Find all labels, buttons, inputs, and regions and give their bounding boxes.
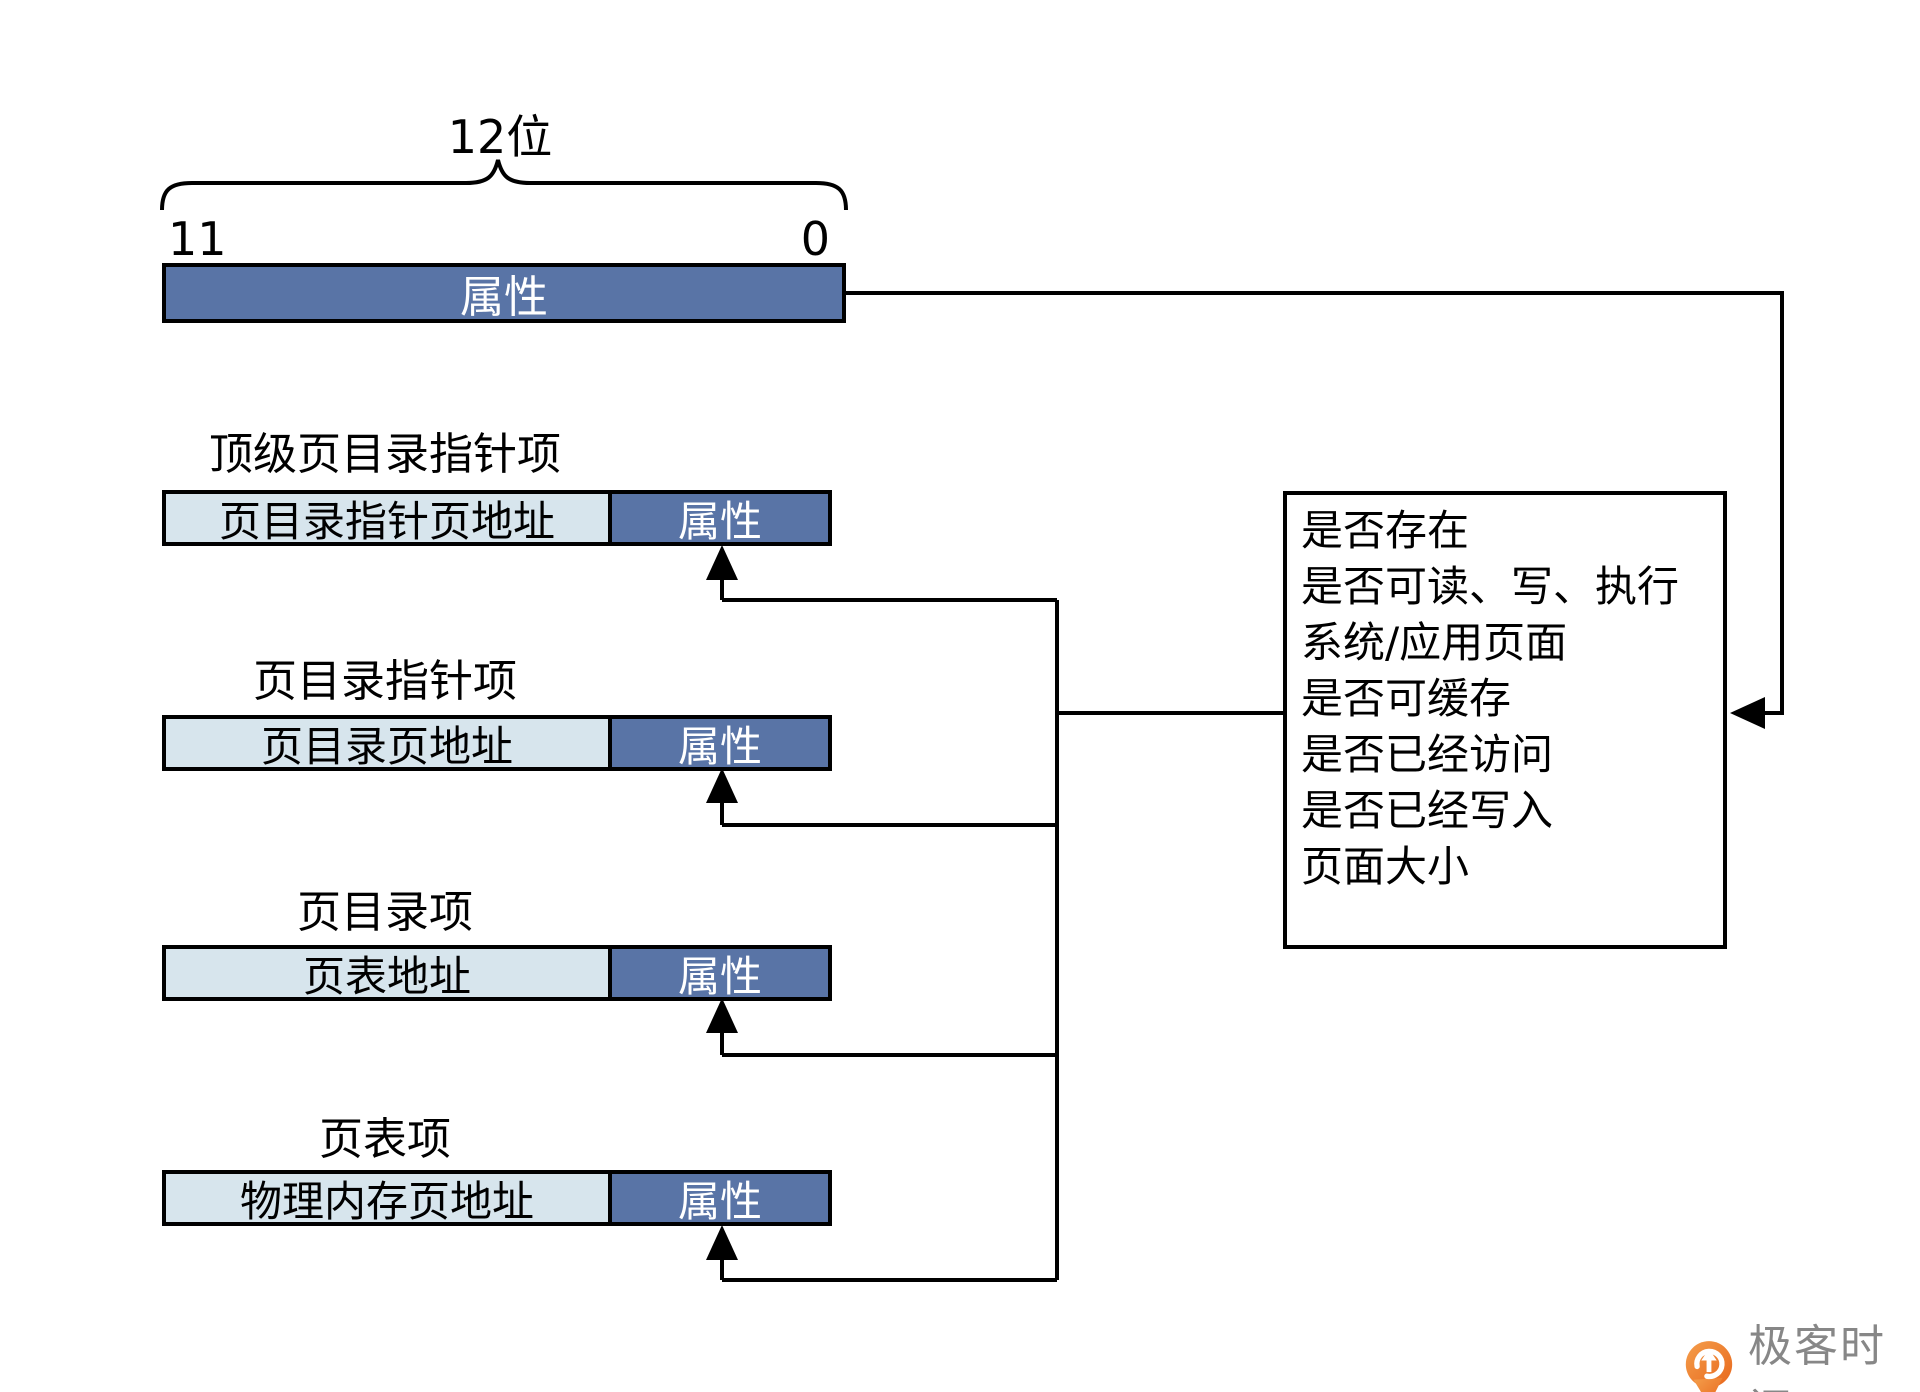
attribute-meaning-item: 是否可缓存 xyxy=(1301,674,1512,723)
bit-range-brace xyxy=(160,159,848,211)
attribute-meaning-item: 页面大小 xyxy=(1301,842,1470,891)
branch-entry-4 xyxy=(720,1256,1057,1282)
arrowhead-into-box xyxy=(1730,697,1765,729)
entry-3-address-cell: 页表地址 xyxy=(166,949,608,1001)
branch-entry-3 xyxy=(720,1030,1057,1057)
entry-1-attr-cell: 属性 xyxy=(608,494,828,546)
entry-4-bar: 物理内存页地址 属性 xyxy=(162,1170,832,1226)
entry-2-attr-cell: 属性 xyxy=(608,719,828,771)
branch-entry-2 xyxy=(720,800,1057,827)
entry-3-attr-cell: 属性 xyxy=(608,949,828,1001)
attribute-field-label: 属性 xyxy=(460,272,548,323)
geektime-pin-icon xyxy=(1685,1341,1733,1392)
entry-4-attr-cell: 属性 xyxy=(608,1174,828,1226)
bit-width-label: 12位 xyxy=(447,110,553,164)
attribute-meaning-item: 是否可读、写、执行 xyxy=(1301,562,1680,611)
attribute-meaning-item: 系统/应用页面 xyxy=(1301,618,1568,667)
attribute-meanings-box: 是否存在 是否可读、写、执行 系统/应用页面 是否可缓存 是否已经访问 是否已经… xyxy=(1283,491,1727,949)
attribute-field-bar: 属性 xyxy=(162,263,846,323)
branch-entry-1 xyxy=(720,576,1057,602)
entry-2-bar: 页目录页地址 属性 xyxy=(162,715,832,771)
bit-number-0: 0 xyxy=(800,212,830,266)
attribute-meaning-item: 是否已经访问 xyxy=(1301,730,1554,779)
entry-1-address-cell: 页目录指针页地址 xyxy=(166,494,608,546)
bit-number-11: 11 xyxy=(168,212,227,266)
entry-3-bar: 页表地址 属性 xyxy=(162,945,832,1001)
entry-1-title: 顶级页目录指针项 xyxy=(209,429,561,480)
entry-2-address-cell: 页目录页地址 xyxy=(166,719,608,771)
attribute-meaning-item: 是否已经写入 xyxy=(1301,786,1554,835)
entry-4-title: 页表项 xyxy=(319,1114,451,1165)
entry-2-title: 页目录指针项 xyxy=(253,656,517,707)
entry-1-bar: 页目录指针页地址 属性 xyxy=(162,490,832,546)
entry-3-title: 页目录项 xyxy=(297,887,473,938)
entry-4-address-cell: 物理内存页地址 xyxy=(166,1174,608,1226)
geektime-logo-text: 极客时间 xyxy=(1747,1321,1886,1392)
geektime-logo: 极客时间 xyxy=(1680,1310,1920,1392)
arrowhead-entry-1 xyxy=(706,545,738,580)
attribute-meaning-item: 是否存在 xyxy=(1301,506,1470,555)
arrowhead-entry-4 xyxy=(706,1225,738,1260)
